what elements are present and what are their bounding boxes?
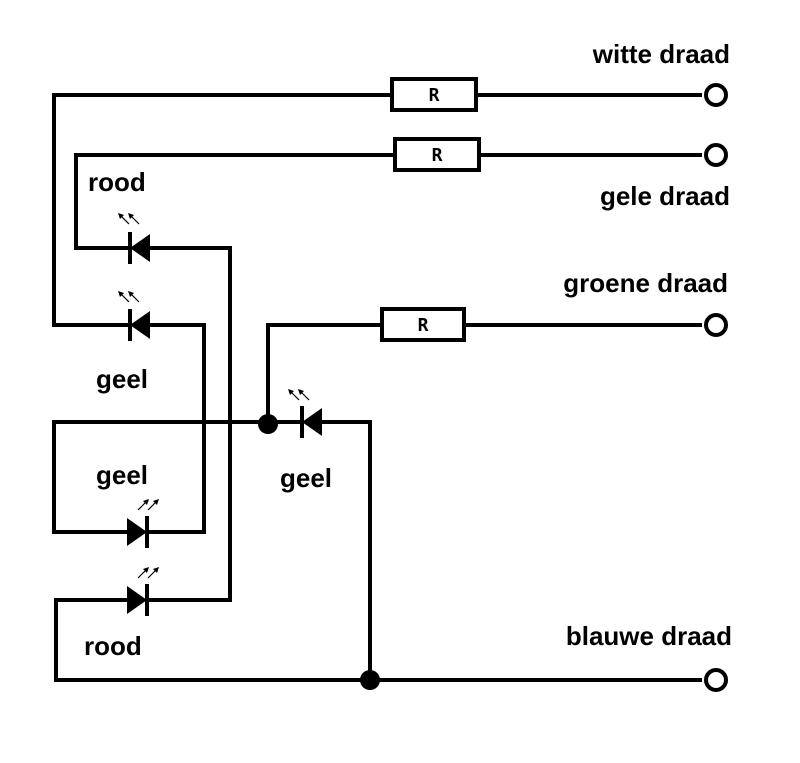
led-3-emission-arrows-icon: [137, 499, 159, 511]
wire-led4-right: [320, 420, 372, 682]
label-led-4: geel: [280, 463, 332, 493]
resistor-2: R: [393, 137, 481, 172]
wire-white-left: [52, 93, 394, 327]
wire-led2-return: [148, 323, 206, 534]
led-5-diode-icon: [127, 567, 159, 616]
led-4-emission-arrows-icon: [288, 389, 310, 401]
terminal-blue[interactable]: [704, 668, 728, 692]
label-led-2: geel: [96, 364, 148, 394]
label-groene-draad: groene draad: [563, 268, 728, 298]
resistor-2-label: R: [432, 145, 443, 166]
label-gele-draad: gele draad: [600, 181, 730, 211]
led-1-emission-arrows-icon: [118, 213, 140, 225]
wire-green-left: [266, 323, 384, 424]
resistor-3-label: R: [418, 315, 429, 336]
led-3-diode-icon: [127, 499, 159, 548]
led-2-emission-arrows-icon: [118, 291, 140, 303]
wire-middle-bus: [52, 420, 302, 534]
wire-yellow-left: [74, 153, 397, 250]
label-witte-draad: witte draad: [592, 39, 730, 69]
junction-node-upper: [258, 414, 278, 434]
led-4-diode-icon: [288, 389, 322, 438]
terminal-green[interactable]: [704, 313, 728, 337]
label-led-3: geel: [96, 460, 148, 490]
led-5-emission-arrows-icon: [137, 567, 159, 579]
label-blauwe-draad: blauwe draad: [566, 621, 732, 651]
resistor-1: R: [390, 77, 478, 112]
label-led-5: rood: [84, 631, 142, 661]
resistor-1-label: R: [429, 85, 440, 106]
terminal-white[interactable]: [704, 83, 728, 107]
resistor-3: R: [380, 307, 466, 342]
label-led-1: rood: [88, 167, 146, 197]
terminal-yellow[interactable]: [704, 143, 728, 167]
junction-node-lower: [360, 670, 380, 690]
led-1-diode-icon: [118, 213, 150, 264]
led-2-diode-icon: [118, 291, 150, 341]
